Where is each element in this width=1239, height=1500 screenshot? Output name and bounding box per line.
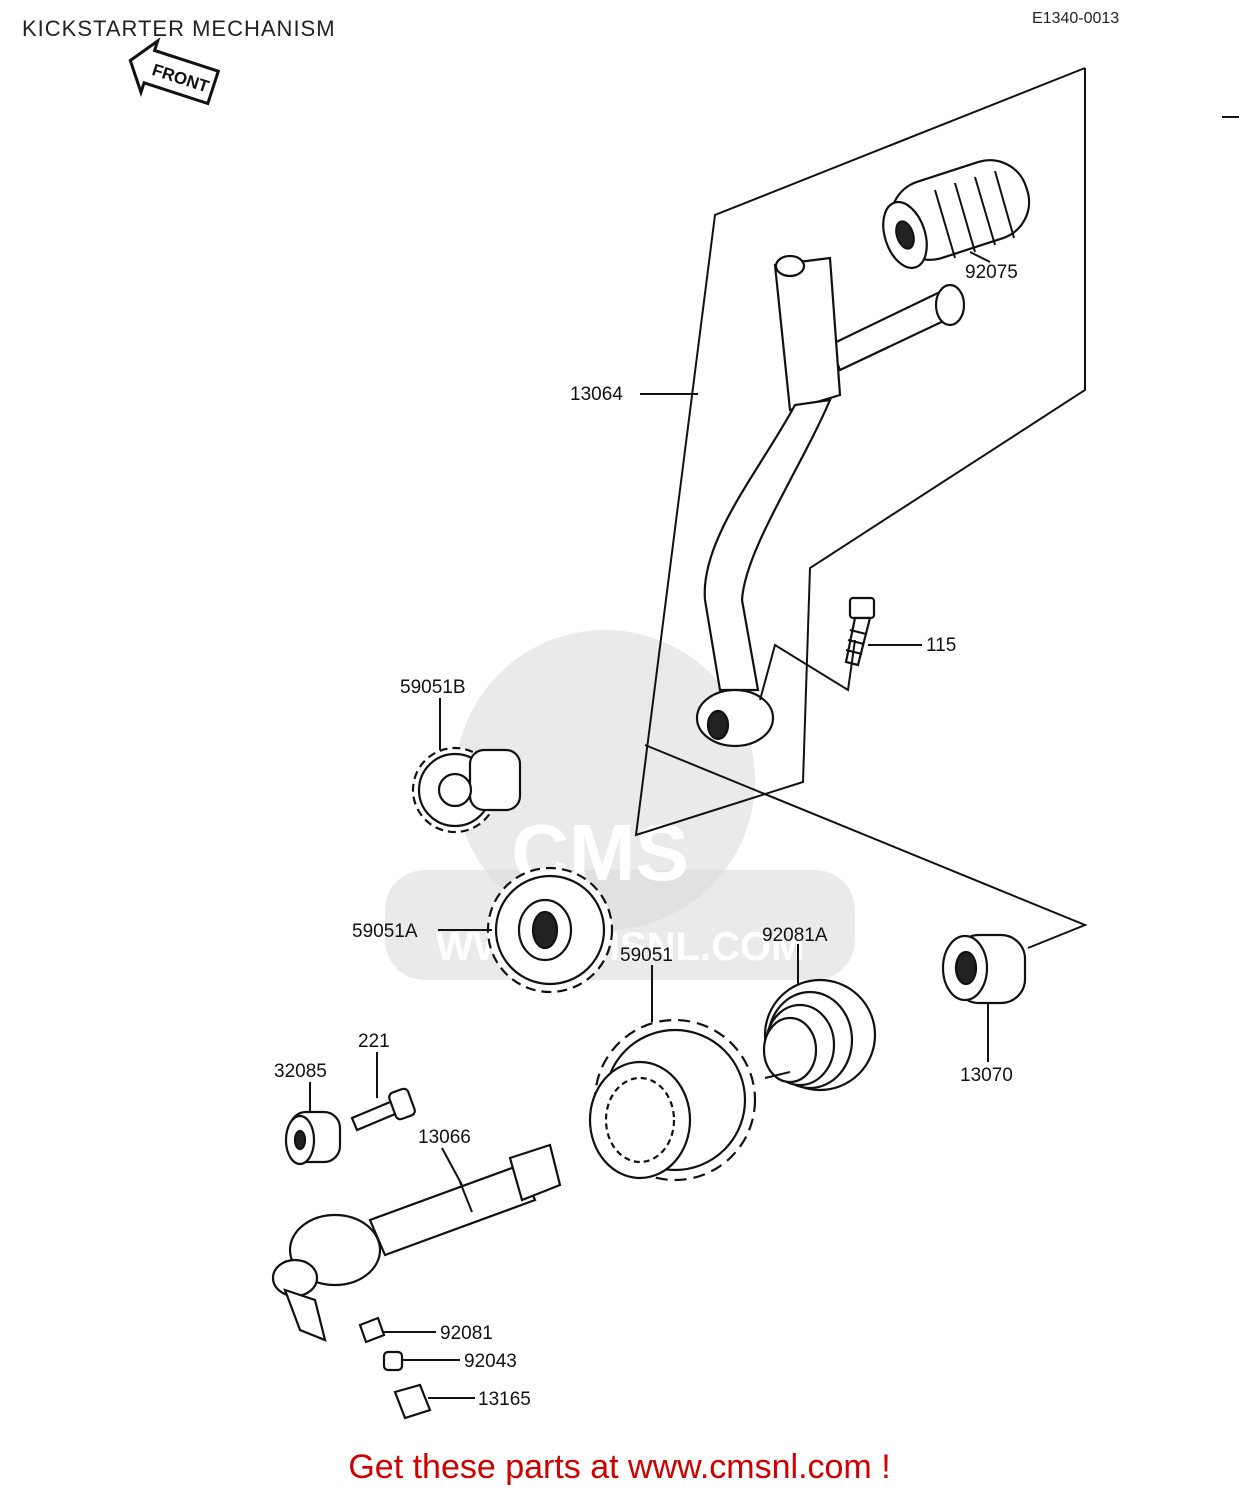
pedal-group-outline xyxy=(634,67,1086,837)
diagram-code: E1340-0013 xyxy=(1032,10,1120,27)
part-label-13066[interactable]: 13066 xyxy=(418,1127,471,1148)
pin-92043 xyxy=(382,1350,404,1372)
part-label-92075[interactable]: 92075 xyxy=(965,262,1018,283)
part-label-13165[interactable]: 13165 xyxy=(478,1389,531,1410)
part-label-59051[interactable]: 59051 xyxy=(620,945,673,966)
cap-13165 xyxy=(393,1383,432,1420)
spring-92081a xyxy=(762,978,877,1092)
part-label-59051b[interactable]: 59051B xyxy=(400,677,466,698)
bush-32085 xyxy=(284,1110,342,1166)
kick-shaft-13066 xyxy=(271,1143,562,1342)
part-label-221[interactable]: 221 xyxy=(358,1031,390,1052)
spring-92081 xyxy=(358,1316,386,1344)
diagram-title: KICKSTARTER MECHANISM xyxy=(22,16,336,41)
front-arrow: FRONT xyxy=(128,37,221,106)
bolt-221 xyxy=(350,1087,416,1132)
collar-13070 xyxy=(941,933,1027,1005)
bolt-leader-zigzag xyxy=(759,639,856,701)
part-label-115[interactable]: 115 xyxy=(926,635,956,656)
leader-92075 xyxy=(969,251,991,263)
part-label-92081a[interactable]: 92081A xyxy=(762,925,828,946)
gear-59051b xyxy=(411,746,522,834)
bolt-115 xyxy=(844,596,876,667)
pedal-rubber xyxy=(882,159,1031,270)
footer-cta-link[interactable]: Get these parts at www.cmsnl.com ! xyxy=(348,1448,891,1486)
part-label-92081[interactable]: 92081 xyxy=(440,1323,493,1344)
kick-pedal xyxy=(695,254,966,748)
gear-59051a xyxy=(486,866,614,994)
part-label-13070[interactable]: 13070 xyxy=(960,1065,1013,1086)
part-label-32085[interactable]: 32085 xyxy=(274,1061,327,1082)
part-label-92043[interactable]: 92043 xyxy=(464,1351,517,1372)
part-label-59051a[interactable]: 59051A xyxy=(352,921,418,942)
leader-13066 xyxy=(441,1147,463,1186)
collar-link-line xyxy=(644,744,1088,949)
gear-59051 xyxy=(588,1018,757,1182)
part-label-13064[interactable]: 13064 xyxy=(570,384,623,405)
